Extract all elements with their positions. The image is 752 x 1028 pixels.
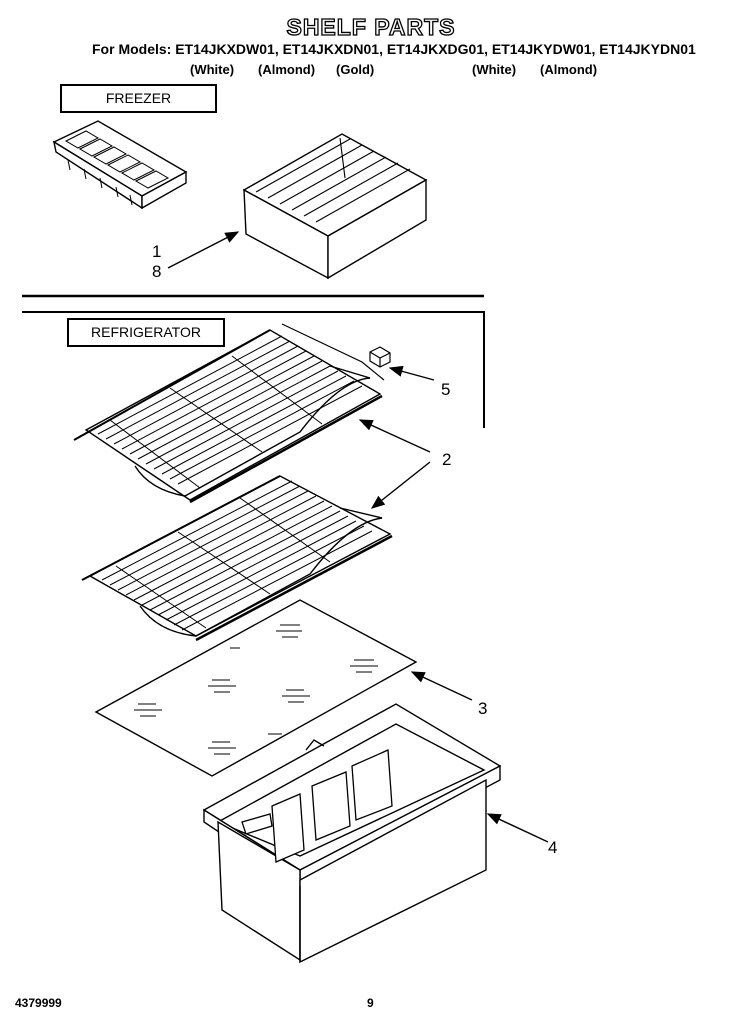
callout-8: 8 (152, 262, 162, 281)
color-label-almond-1: (Almond) (258, 62, 316, 77)
leader-lines (167, 231, 549, 843)
refrigerator-shelf-lower (81, 475, 393, 642)
crisper-dividers (241, 749, 393, 863)
leader-4 (486, 813, 549, 843)
document-number: 4379999 (15, 996, 62, 1010)
callout-1: 1 (152, 242, 162, 261)
shelf-end-cap (369, 346, 391, 368)
leader-2-upper (358, 419, 431, 453)
crisper-pan (202, 703, 502, 964)
refrigerator-section-label: REFRIGERATOR (67, 318, 225, 347)
freezer-section-label: FREEZER (60, 84, 217, 113)
ice-cube-tray (52, 120, 188, 210)
color-label-gold: (Gold) (336, 62, 375, 77)
color-label-almond-2: (Almond) (540, 62, 598, 77)
refrigerator-shelf-upper (73, 323, 385, 504)
leader-3 (410, 671, 473, 701)
models-line: For Models: ET14JKXDW01, ET14JKXDN01, ET… (92, 41, 696, 57)
leader-1-8 (167, 231, 240, 269)
leader-5 (388, 365, 435, 381)
page-title: SHELF PARTS (286, 13, 456, 40)
callout-2: 2 (442, 450, 452, 469)
color-label-white-2: (White) (472, 62, 517, 77)
ice-tray-cells (64, 130, 170, 189)
leader-2-lower (370, 461, 431, 509)
freezer-shelf (242, 133, 428, 280)
refrigerator-frame (22, 311, 485, 428)
callout-4: 4 (548, 838, 558, 857)
color-label-white-1: (White) (190, 62, 235, 77)
callout-3: 3 (478, 699, 488, 718)
page-number: 9 (367, 996, 374, 1010)
callout-5: 5 (441, 380, 451, 399)
